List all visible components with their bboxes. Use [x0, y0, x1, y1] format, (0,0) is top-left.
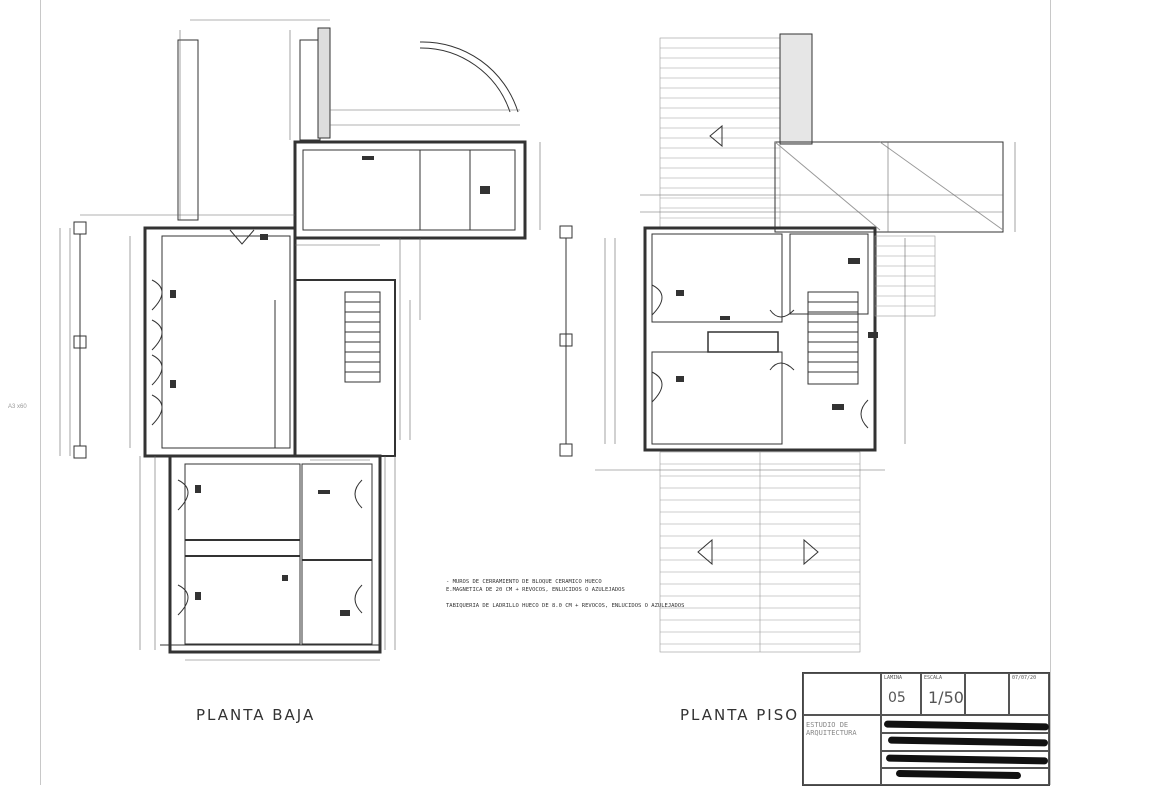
- planta-baja-walls: [73, 27, 527, 654]
- date-cell: 07/07/20: [1009, 673, 1049, 715]
- field-3: [881, 751, 1049, 768]
- margin-label: A3 x60: [8, 404, 27, 410]
- note-line: E.MAGNETICA DE 20 CM + REVOCOS, ENLUCIDO…: [446, 587, 625, 593]
- plan-title-planta-piso: PLANTA PISO: [680, 706, 800, 724]
- date-value: 07/07/20: [1012, 675, 1037, 681]
- scale-value: 1/50: [928, 688, 964, 707]
- office-name: ESTUDIO DE ARQUITECTURA: [806, 721, 857, 737]
- note-line: - MUROS DE CERRAMIENTO DE BLOQUE CERAMIC…: [446, 579, 602, 585]
- roof-hatch-top: [659, 37, 781, 229]
- revision-cell: [965, 673, 1009, 715]
- sheet-border-right: [1050, 0, 1051, 785]
- title-block: LAMINA 05 ESCALA 1/50 07/07/20 ESTUDIO D…: [802, 672, 1050, 786]
- planta-baja-dimensions: [59, 19, 541, 661]
- office-cell: ESTUDIO DE ARQUITECTURA: [803, 715, 881, 785]
- field-1: [881, 715, 1049, 733]
- sheet-label: LAMINA: [884, 675, 903, 681]
- scale-label: ESCALA: [924, 675, 943, 681]
- roof-hatch-bottom: [659, 451, 861, 653]
- planta-piso-walls: [559, 33, 1016, 653]
- field-2: [881, 733, 1049, 751]
- plan-title-planta-baja: PLANTA BAJA: [196, 706, 316, 724]
- sheet-number: 05: [888, 690, 906, 706]
- logo-cell: [803, 673, 881, 715]
- scale-cell: ESCALA 1/50: [921, 673, 965, 715]
- planta-baja-label-marks: [170, 156, 490, 616]
- sheet-border-left: [40, 0, 41, 785]
- construction-notes: - MUROS DE CERRAMIENTO DE BLOQUE CERAMIC…: [446, 578, 726, 610]
- sheet-cell: LAMINA 05: [881, 673, 921, 715]
- note-line: TABIQUERIA DE LADRILLO HUECO DE 8.0 CM +…: [446, 603, 685, 609]
